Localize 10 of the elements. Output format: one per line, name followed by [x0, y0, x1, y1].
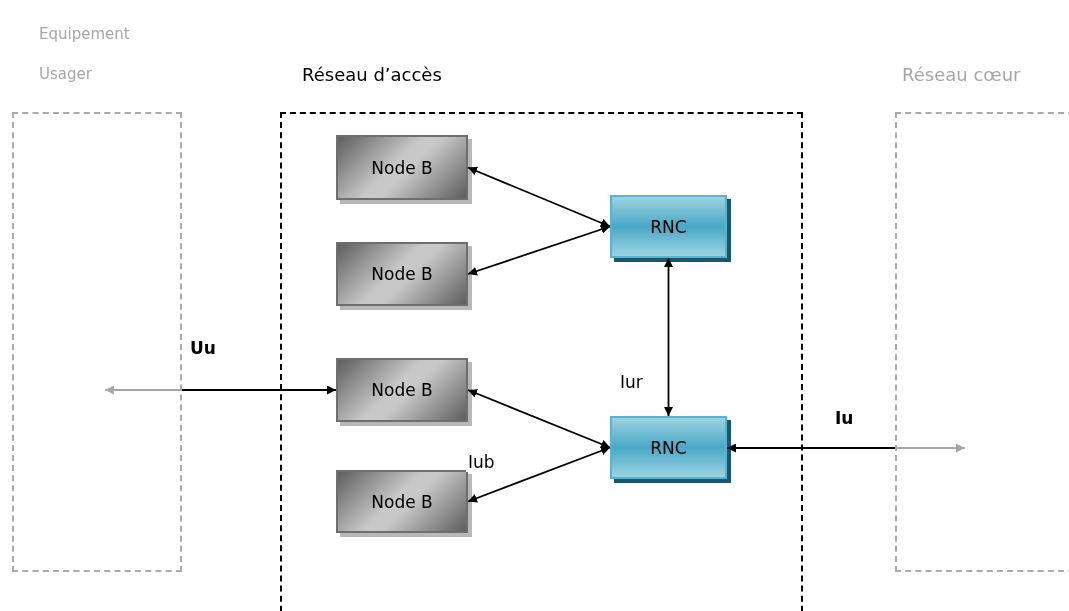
region-title: Réseau d’accès: [302, 64, 442, 85]
node-label: Node B: [371, 157, 433, 178]
edge-label: Iub: [466, 452, 497, 472]
node-label: Node B: [371, 491, 433, 512]
region-title: Equipement Usager: [39, 24, 131, 85]
node-label: Node B: [371, 264, 433, 284]
node-label: Node B: [371, 380, 433, 400]
node-label: RNC: [650, 216, 687, 237]
region-title: Réseau cœur: [902, 64, 1021, 85]
node-label: RNC: [650, 437, 687, 458]
